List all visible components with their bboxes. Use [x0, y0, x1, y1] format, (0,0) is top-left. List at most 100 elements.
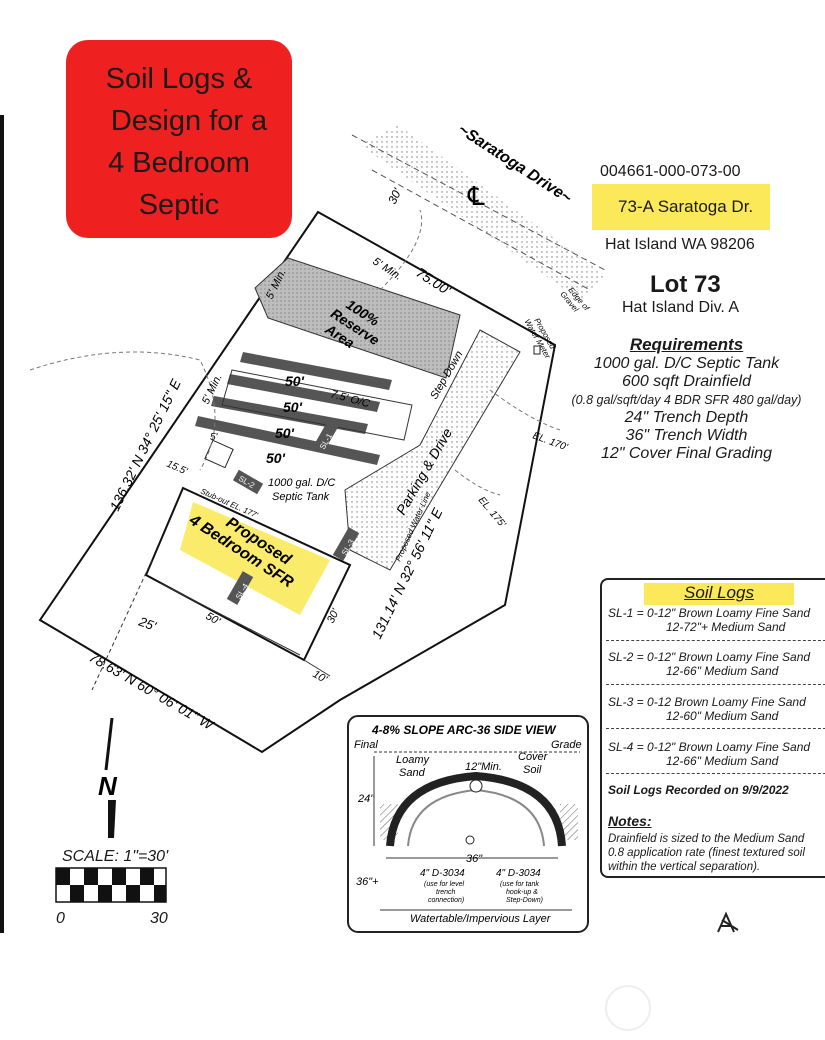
house-highlight [180, 502, 330, 615]
cover-line: Cover [518, 751, 549, 763]
soil-logs-recorded: Soil Logs Recorded on 9/9/2022 [608, 783, 789, 797]
soil-log-marker [332, 527, 360, 561]
elevation-label: EL. 170' [531, 430, 570, 453]
rear-bearing-label: 78.63' N 60° 06' 01" W [87, 649, 218, 734]
soil-log-marker [226, 571, 254, 605]
property-boundary [38, 210, 557, 754]
north-label: N [98, 771, 118, 801]
soil-logs-heading: Soil Logs [644, 583, 794, 605]
trench-length-label: 50' [266, 450, 286, 466]
septic-tank [204, 439, 234, 469]
requirement-line: 1000 gal. D/C Septic Tank [593, 355, 780, 372]
dim-line [91, 559, 153, 691]
parcel-city: Hat Island WA 98206 [605, 236, 755, 253]
soil-log-entry: SL-4 = 0-12" Brown Loamy Fine Sand [608, 740, 811, 754]
north-arrow-base [108, 800, 116, 838]
water-meter-label: Proposed Water Meter [522, 313, 560, 360]
title-box: Soil Logs & Design for a 4 Bedroom Septi… [66, 40, 292, 238]
cover-soil-label: Cover Soil [518, 751, 550, 776]
soil-log-entry: SL-1 = 0-12" Brown Loamy Fine Sand [608, 606, 811, 620]
final-grade-label: Grade [551, 739, 582, 751]
soil-log-entry: 12-66" Medium Sand [666, 664, 779, 678]
contour-line [379, 209, 423, 291]
scale-square [112, 868, 126, 885]
dim-25-label: 25' [136, 613, 158, 633]
north-arrow-shaft [104, 717, 114, 771]
pipe-note-line: Step-Down) [506, 897, 543, 904]
trench [240, 352, 392, 390]
pipe-note-line: hook-up & [506, 889, 538, 896]
d24-label: 24" [357, 793, 375, 805]
pipe-left-label: 4" D-3034 [420, 868, 465, 879]
contour-line [489, 389, 561, 431]
soil-log-entry: 12-66" Medium Sand [666, 754, 779, 768]
soil-log-entry: SL-3 = 0-12 Brown Loamy Fine Sand [608, 695, 806, 709]
tank-line: 1000 gal. D/C [268, 477, 335, 489]
note-line: within the vertical separation). [608, 861, 761, 873]
lot-number: Lot 73 [650, 271, 721, 298]
requirement-line: 24" Trench Depth [624, 409, 749, 426]
scale-square [70, 885, 84, 902]
requirements: Requirements 1000 gal. D/C Septic Tank 6… [548, 335, 825, 463]
reserve-label: 100% Reserve Area [319, 292, 394, 364]
divider [606, 773, 825, 774]
scale-bar [55, 867, 167, 903]
side-view-title: 4-8% SLOPE ARC-36 SIDE VIEW [371, 723, 557, 737]
loamy-line: Loamy [396, 754, 431, 766]
pipe-note-line: (use for level [424, 881, 465, 888]
pipe [469, 779, 483, 793]
drainfield-outline [221, 369, 413, 441]
divider [606, 640, 825, 641]
dim-30-label: 30' [385, 185, 405, 206]
scale-square [56, 868, 70, 885]
trench [227, 374, 380, 412]
d36-label: 36" [466, 853, 483, 865]
requirement-line: 12" Cover Final Grading [600, 445, 773, 462]
left-edge-bar [0, 115, 4, 933]
front-dim-label: 75.00' [413, 264, 454, 299]
pipe-note-line: (use for tank [500, 881, 539, 888]
scale-square [98, 885, 112, 902]
soil-hatch [560, 804, 578, 840]
notes-heading: Notes: [608, 813, 652, 829]
contour-line [29, 351, 216, 471]
title-line: Soil Logs & [105, 63, 253, 95]
divider [606, 684, 825, 685]
d36plus-label: 36"+ [356, 876, 379, 888]
scale-zero: 0 [56, 910, 65, 927]
north-arrow [104, 717, 116, 838]
final-grade-label: Final [354, 739, 378, 751]
pipe [465, 835, 475, 845]
title-line: Design for a [110, 105, 268, 137]
faint-circle [605, 985, 651, 1031]
requirement-line: 600 sqft Drainfield [622, 373, 751, 390]
centerline-symbol: ℄ [467, 181, 485, 211]
side-view-box [347, 715, 589, 933]
scale-square [84, 868, 98, 885]
logo-mark-icon [717, 911, 739, 933]
lot-division: Hat Island Div. A [622, 299, 740, 316]
parking-drive [344, 329, 521, 571]
cover-line: Soil [523, 764, 542, 776]
pipe-left-note: (use for level trench connection) [424, 881, 466, 904]
trench-length-label: 50' [283, 399, 303, 415]
dim-line [159, 582, 301, 656]
road-edge [371, 169, 591, 291]
requirement-line: 36" Trench Width [625, 427, 748, 444]
min5-label: 5' Min. [370, 255, 403, 283]
contour-line [454, 469, 501, 496]
tank-line: Septic Tank [272, 491, 330, 503]
road-edge [351, 134, 606, 271]
soil-log-entry: SL-2 = 0-12" Brown Loamy Fine Sand [608, 650, 811, 664]
soil-log-marker [312, 419, 340, 453]
divider [606, 728, 825, 729]
trench-length-label: 50' [275, 425, 295, 441]
left-bearing-label: 136.32' N 34° 25' 15" E [106, 376, 184, 513]
title-line: Septic [138, 189, 220, 221]
parcel-address: 73-A Saratoga Dr. [592, 184, 770, 230]
pipe-note-line: connection) [428, 897, 464, 904]
pipe-right-label: 4" D-3034 [496, 868, 541, 879]
water-meter-icon [533, 345, 541, 355]
tank-label: 1000 gal. D/C Septic Tank [268, 477, 338, 503]
